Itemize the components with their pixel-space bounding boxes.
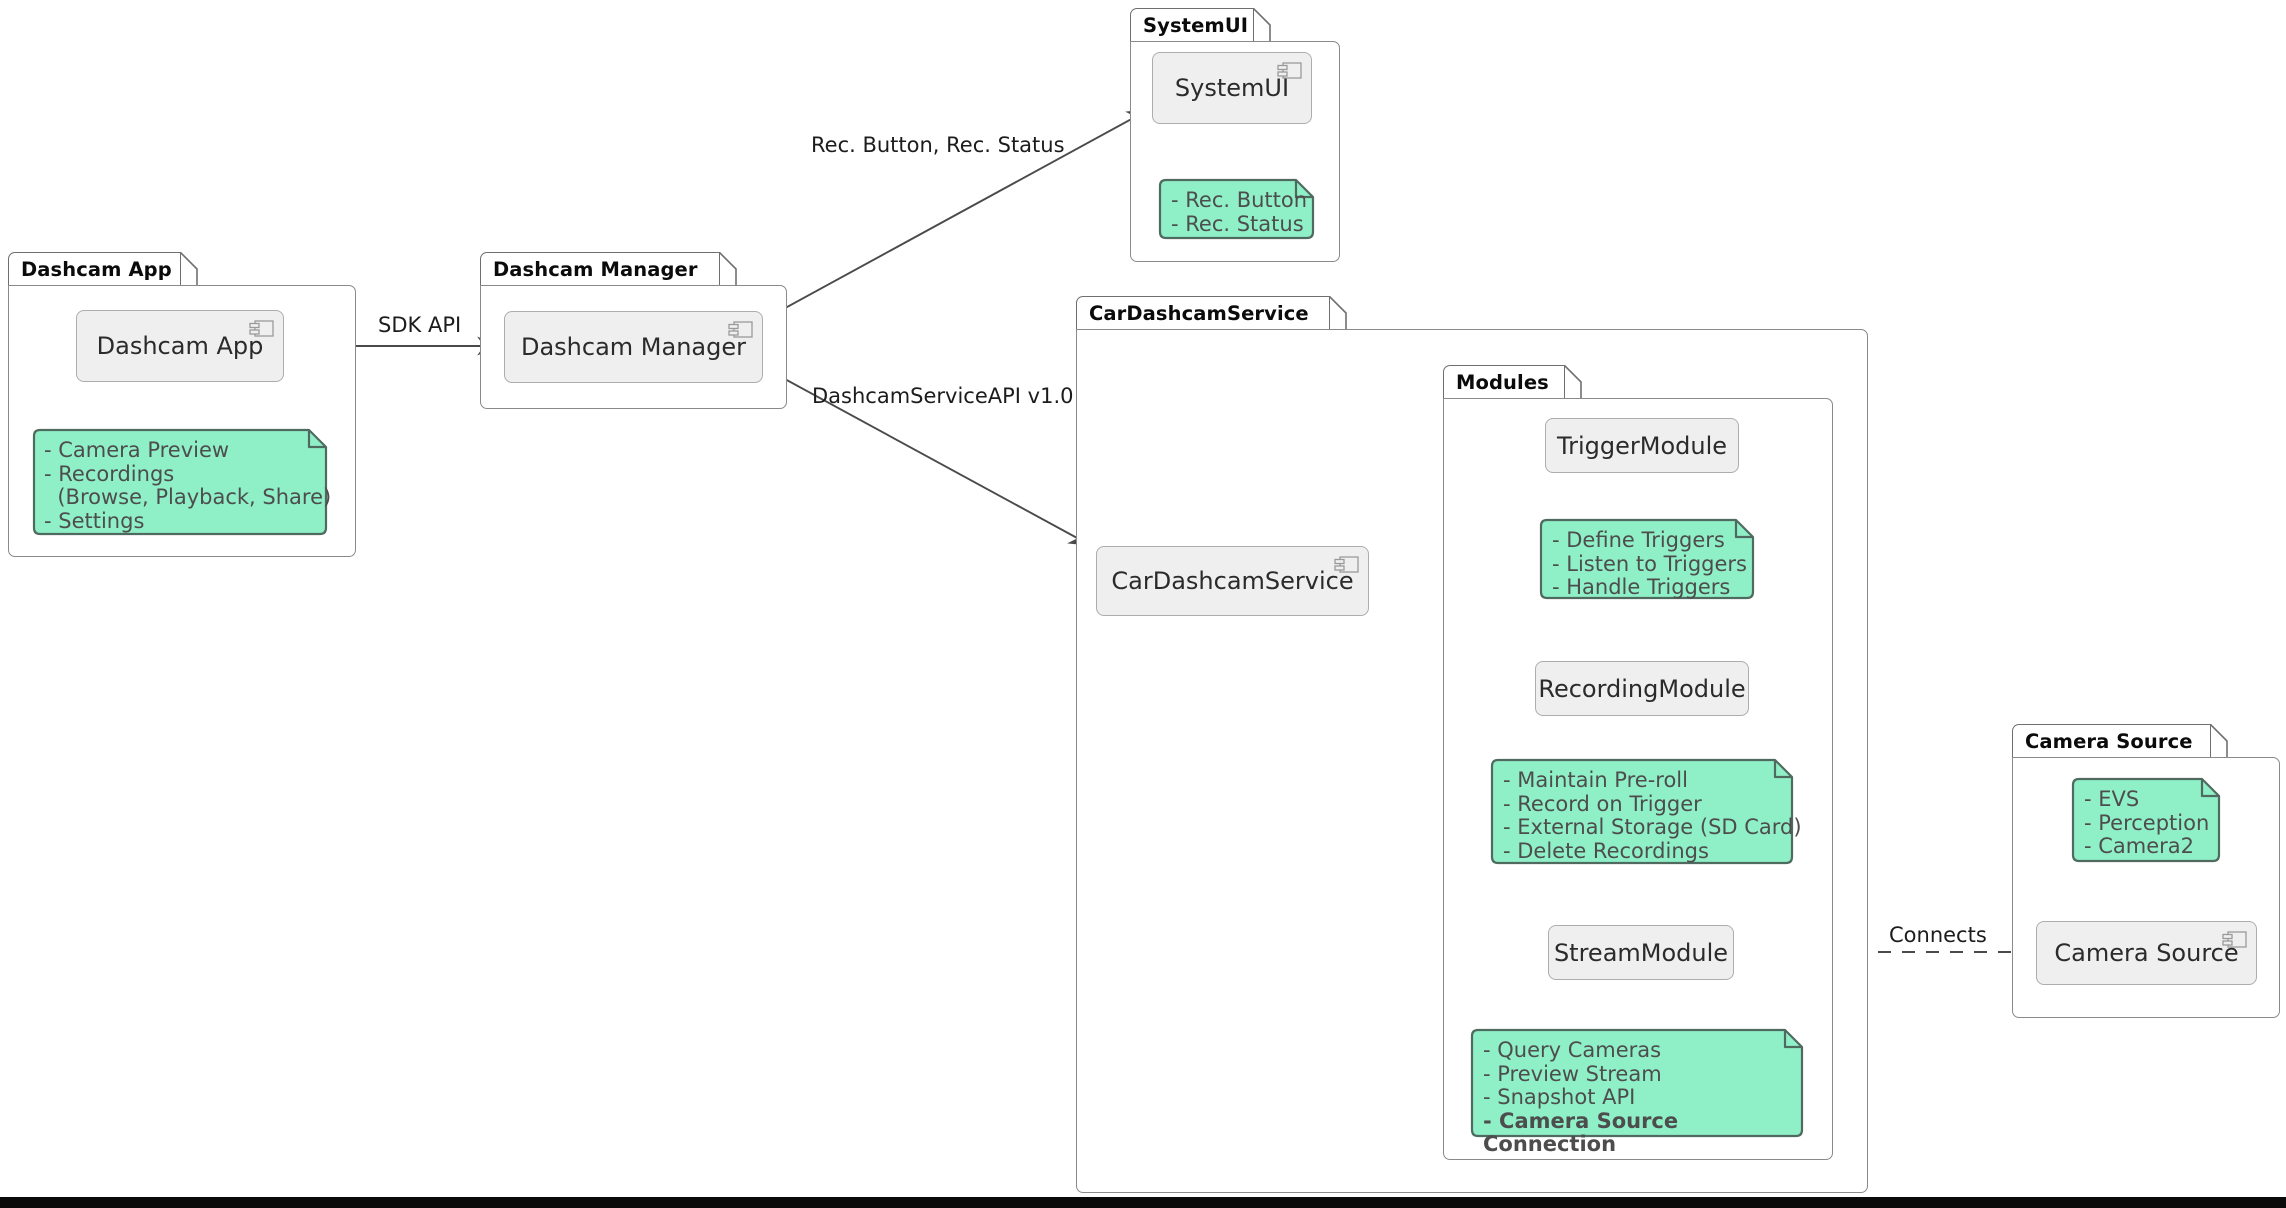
bottom-edge-bar: [0, 1197, 2286, 1208]
component-icon: [728, 321, 753, 338]
note-systemui: - Rec. Button - Rec. Status: [1155, 178, 1318, 240]
note-dashcam-app: - Camera Preview - Recordings (Browse, P…: [28, 428, 332, 536]
package-tab-modules: Modules: [1443, 365, 1565, 399]
note-recording-module: - Maintain Pre-roll - Record on Trigger …: [1487, 758, 1802, 865]
component-car-dashcam-service[interactable]: CarDashcamService: [1096, 546, 1369, 616]
package-tab-systemui: SystemUI: [1130, 8, 1254, 42]
package-label: SystemUI: [1143, 14, 1249, 37]
component-icon: [249, 320, 274, 337]
note-shape: [1470, 1028, 1804, 1138]
component-trigger-module[interactable]: TriggerModule: [1545, 418, 1739, 473]
component-systemui[interactable]: SystemUI: [1152, 52, 1312, 124]
note-line-highlighted: - Camera Source Connection: [1483, 1108, 1679, 1156]
note-text: - Camera Preview - Recordings (Browse, P…: [44, 438, 332, 533]
component-recording-module[interactable]: RecordingModule: [1535, 661, 1749, 716]
note-trigger-module: - Define Triggers - Listen to Triggers -…: [1536, 518, 1758, 600]
component-dashcam-manager[interactable]: Dashcam Manager: [504, 311, 763, 383]
note-text: - Query Cameras - Preview Stream - Snaps…: [1483, 1038, 1807, 1157]
note-camera-source: - EVS - Perception - Camera2: [2068, 777, 2224, 863]
component-label: TriggerModule: [1556, 431, 1728, 460]
package-tab-slant: [719, 252, 737, 286]
note-shape: [2071, 777, 2221, 863]
component-label: SystemUI: [1174, 74, 1290, 102]
component-icon: [1334, 556, 1359, 573]
component-label: Dashcam Manager: [520, 333, 746, 361]
package-tab-dashcam-manager: Dashcam Manager: [480, 252, 720, 286]
note-text: - Rec. Button - Rec. Status: [1171, 188, 1308, 236]
package-tab-slant: [1253, 8, 1271, 42]
component-camera-source[interactable]: Camera Source: [2036, 921, 2257, 985]
component-label: CarDashcamService: [1111, 567, 1354, 595]
package-label: Dashcam Manager: [493, 258, 698, 281]
package-tab-slant: [1329, 296, 1347, 330]
note-shape: [32, 428, 328, 536]
package-tab-car-dashcam-service: CarDashcamService: [1076, 296, 1330, 330]
edge-label-dashcam-service-api: DashcamServiceAPI v1.0: [812, 384, 1074, 408]
note-shape: [1490, 758, 1794, 865]
component-label: RecordingModule: [1538, 674, 1746, 703]
package-label: Camera Source: [2025, 730, 2193, 753]
note-line: - Preview Stream: [1483, 1061, 1662, 1086]
note-line: - Query Cameras: [1483, 1038, 1662, 1062]
component-dashcam-app[interactable]: Dashcam App: [76, 310, 284, 382]
note-line: - Snapshot API: [1483, 1085, 1636, 1109]
edge-label-sdk-api: SDK API: [378, 313, 462, 337]
package-tab-camera-source: Camera Source: [2012, 724, 2211, 758]
note-stream-module: - Query Cameras - Preview Stream - Snaps…: [1467, 1028, 1807, 1156]
package-tab-slant: [2210, 724, 2228, 758]
edge-label-rec-button-status: Rec. Button, Rec. Status: [811, 133, 1065, 157]
component-label: Camera Source: [2054, 939, 2239, 967]
note-text: - Define Triggers - Listen to Triggers -…: [1552, 528, 1747, 599]
note-shape: [1158, 178, 1315, 240]
package-tab-dashcam-app: Dashcam App: [8, 252, 181, 286]
package-tab-slant: [1564, 365, 1582, 399]
component-icon: [1277, 62, 1302, 79]
component-label: StreamModule: [1553, 938, 1729, 967]
note-shape: [1539, 518, 1755, 600]
component-icon: [2222, 931, 2247, 948]
package-label: CarDashcamService: [1089, 302, 1309, 325]
note-text: - EVS - Perception - Camera2: [2084, 787, 2210, 858]
component-stream-module[interactable]: StreamModule: [1548, 925, 1734, 980]
edge-label-connects: Connects: [1889, 923, 1987, 947]
note-text: - Maintain Pre-roll - Record on Trigger …: [1503, 768, 1802, 863]
package-tab-slant: [180, 252, 198, 286]
package-label: Dashcam App: [21, 258, 172, 281]
component-label: Dashcam App: [96, 332, 264, 360]
package-label: Modules: [1456, 371, 1549, 394]
